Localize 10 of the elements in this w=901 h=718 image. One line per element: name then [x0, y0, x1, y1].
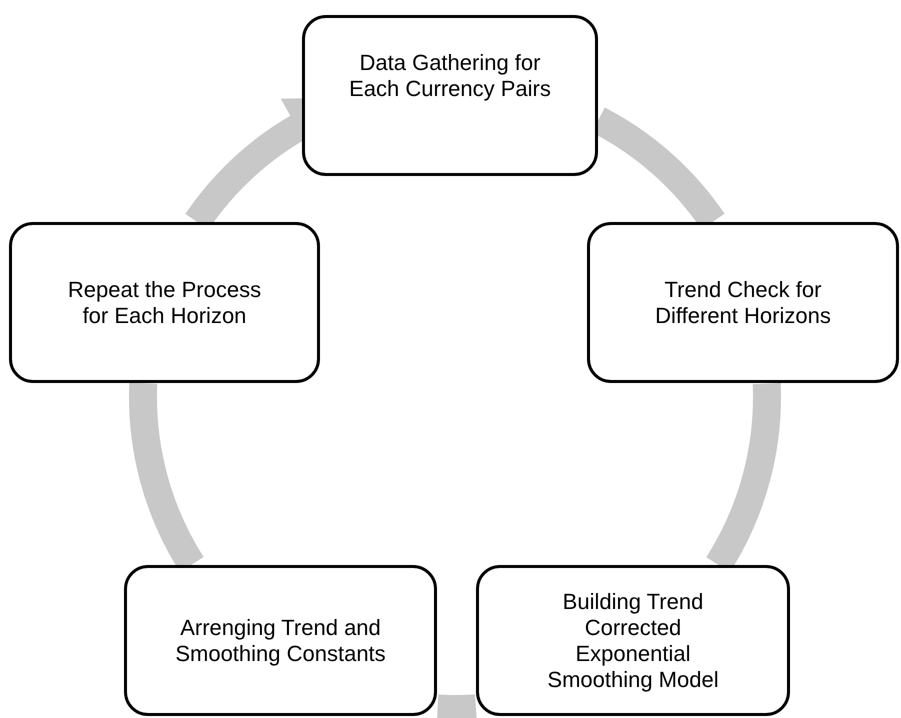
process-box [587, 222, 899, 383]
process-box [302, 15, 598, 176]
step-text: Repeat the Process for Each Horizon [66, 276, 262, 328]
process-box [124, 565, 437, 716]
process-box [476, 565, 790, 716]
step-text: Arrenging Trend and Smoothing Constants [174, 614, 387, 666]
step-text: Building Trend Corrected Exponential Smoothing Model [546, 588, 720, 692]
step-text: Data Gathering for Each Currency Pairs [348, 50, 552, 102]
step-text: Trend Check for Different Horizons [654, 276, 832, 328]
process-box [9, 222, 320, 383]
